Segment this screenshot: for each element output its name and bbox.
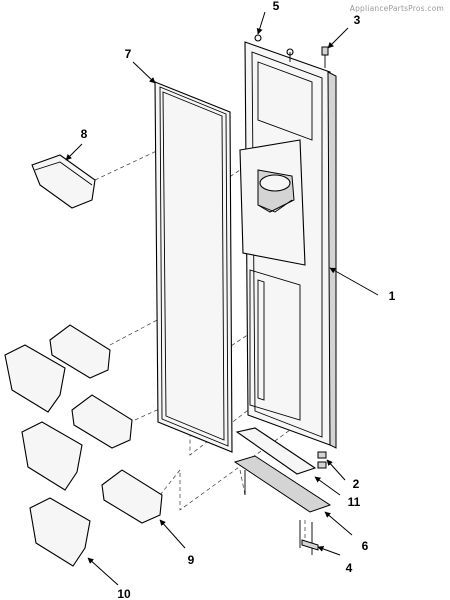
hardware-part-2-4: [301, 451, 327, 551]
callout-2: 2: [353, 477, 360, 491]
callout-10: 10: [117, 587, 131, 600]
callout-3: 3: [354, 13, 361, 27]
callout-labels: 1 2 3 4 5 6 7 8 9 10 11: [81, 0, 396, 600]
callout-9: 9: [188, 553, 195, 567]
callout-4: 4: [346, 561, 353, 575]
callout-11: 11: [348, 495, 361, 509]
door-panel-part-1: [239, 41, 337, 449]
small-bin-part-8: [31, 154, 96, 209]
leader-lines: [65, 11, 379, 586]
watermark: AppliancePartsPros.com: [349, 4, 444, 13]
hinge-plates-part-11-6: [233, 427, 332, 555]
gasket-part-7: [154, 81, 233, 453]
callout-8: 8: [81, 127, 88, 141]
door-bins-part-10: [4, 344, 91, 567]
callout-6: 6: [362, 539, 369, 553]
shelf-bins-part-9: [49, 324, 163, 524]
screws-part-5-3: [254, 34, 329, 68]
callout-7: 7: [125, 47, 132, 61]
callout-5: 5: [273, 0, 280, 13]
callout-1: 1: [389, 289, 396, 303]
